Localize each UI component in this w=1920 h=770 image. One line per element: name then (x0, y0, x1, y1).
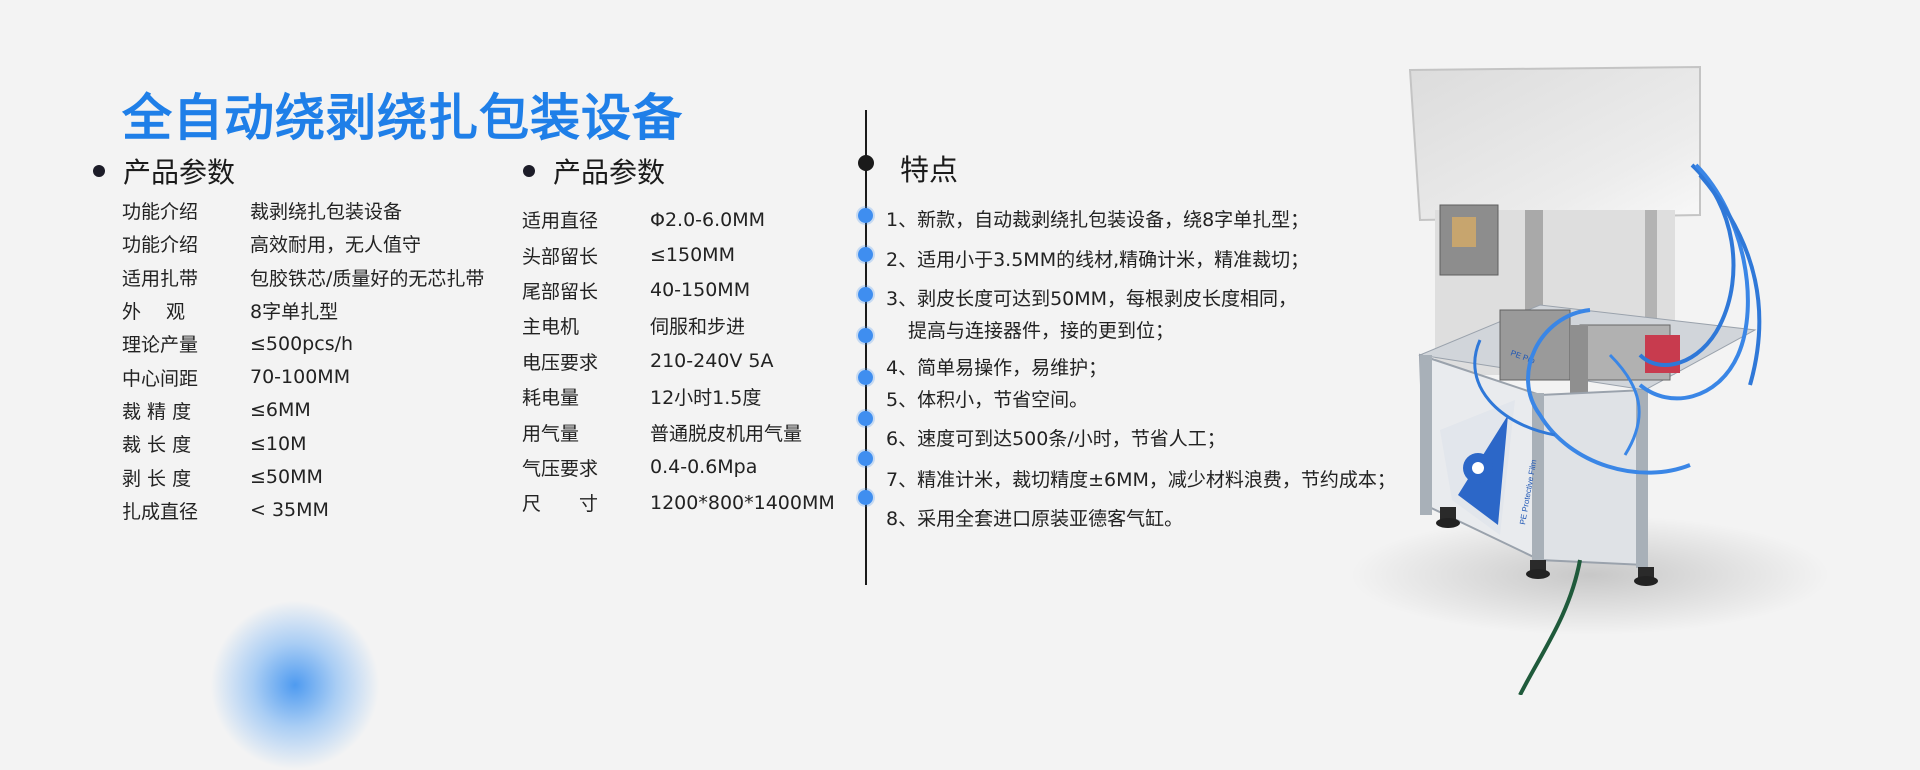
left-param-key: 理论产量 (122, 334, 199, 357)
middle-param-key: 主电机 (522, 316, 580, 339)
timeline-node-icon (858, 155, 874, 171)
left-param-row: 剥 长 度 ≤50MM (122, 460, 484, 493)
middle-param-value: ≤150MM (650, 244, 735, 267)
timeline-dot-icon (858, 328, 873, 343)
timeline-dot-icon (858, 411, 873, 426)
left-param-key: 裁 精 度 (122, 400, 192, 423)
middle-param-key: 尾部留长 (522, 280, 599, 303)
page-title: 全自动绕剥绕扎包装设备 (122, 89, 683, 147)
feature-item: 1、新款，自动裁剥绕扎包装设备，绕8字单扎型； (886, 209, 1310, 231)
left-params-list: 功能介绍裁剥绕扎包装设备功能介绍高效耐用，无人值守适用扎带包胶铁芯/质量好的无芯… (122, 194, 484, 527)
left-param-key: 剥 长 度 (122, 467, 192, 490)
middle-param-value: 40-150MM (650, 279, 751, 302)
feature-item: 5、体积小，节省空间。 (886, 389, 1089, 411)
middle-param-value: 普通脱皮机用气量 (650, 422, 803, 445)
timeline-dot-icon (858, 287, 873, 302)
middle-param-value: Φ2.0-6.0MM (650, 208, 766, 231)
middle-param-key: 用气量 (522, 422, 580, 445)
left-param-key: 适用扎带 (122, 267, 199, 290)
middle-param-value: 伺服和步进 (650, 316, 746, 339)
middle-param-key: 气压要求 (522, 457, 599, 480)
left-param-value: ≤10M (250, 432, 307, 455)
timeline-dot-icon (858, 247, 873, 262)
middle-param-key: 头部留长 (522, 245, 599, 268)
left-param-row: 外 观 8字单扎型 (122, 294, 484, 327)
middle-param-row: 头部留长 ≤150MM (522, 237, 835, 272)
middle-param-row: 主电机 伺服和步进 (522, 308, 835, 343)
left-param-value: ≤6MM (250, 399, 311, 422)
left-param-value: 包胶铁芯/质量好的无芯扎带 (250, 267, 485, 290)
middle-param-key: 电压要求 (522, 351, 599, 374)
feature-item: 7、精准计米，裁切精度±6MM，减少材料浪费，节约成本； (886, 469, 1396, 491)
left-param-row: 理论产量 ≤500pcs/h (122, 327, 484, 360)
timeline-dot-icon (858, 208, 873, 223)
left-param-row: 中心间距 70-100MM (122, 360, 484, 393)
left-param-value: 裁剥绕扎包装设备 (250, 201, 403, 224)
features-heading: 特点 (900, 153, 959, 187)
timeline-dot-icon (858, 490, 873, 505)
left-param-row: 功能介绍 裁剥绕扎包装设备 (122, 194, 484, 227)
middle-param-value: 0.4-0.6Mpa (650, 456, 758, 479)
bullet-dot-icon (523, 165, 535, 177)
machine-product-image: PE Protective Film PE Pro (1350, 65, 1830, 695)
middle-param-row: 耗电量 12小时1.5度 (522, 379, 835, 414)
left-param-key: 裁 长 度 (122, 434, 192, 457)
middle-param-row: 尾部留长 40-150MM (522, 273, 835, 308)
middle-param-value: 1200*800*1400MM (650, 491, 835, 514)
middle-param-row: 用气量 普通脱皮机用气量 (522, 414, 835, 449)
middle-param-row: 电压要求 210-240V 5A (522, 344, 835, 379)
left-param-value: < 35MM (250, 499, 329, 522)
timeline-line (865, 110, 867, 585)
timeline-dot-icon (858, 451, 873, 466)
middle-param-value: 12小时1.5度 (650, 387, 762, 410)
feature-item: 6、速度可到达500条/小时，节省人工； (886, 428, 1226, 450)
middle-param-value: 210-240V 5A (650, 350, 774, 373)
feature-item: 8、采用全套进口原装亚德客气缸。 (886, 508, 1184, 530)
middle-param-row: 气压要求 0.4-0.6Mpa (522, 450, 835, 485)
middle-section-heading: 产品参数 (523, 151, 665, 191)
timeline-dot-icon (858, 370, 873, 385)
feature-item-continued: 提高与连接器件，接的更到位； (908, 320, 1175, 342)
middle-section-heading-text: 产品参数 (553, 156, 666, 189)
left-param-value: 高效耐用，无人值守 (250, 234, 422, 257)
left-param-key: 扎成直径 (122, 500, 199, 523)
left-param-key: 功能介绍 (122, 234, 199, 257)
left-section-heading-text: 产品参数 (123, 156, 236, 189)
middle-param-key: 尺 寸 (522, 493, 599, 516)
middle-param-key: 耗电量 (522, 387, 580, 410)
middle-param-row: 适用直径 Φ2.0-6.0MM (522, 202, 835, 237)
middle-param-row: 尺 寸 1200*800*1400MM (522, 485, 835, 520)
left-param-value: 70-100MM (250, 366, 351, 389)
feature-item: 3、剥皮长度可达到50MM，每根剥皮长度相同， (886, 288, 1298, 310)
left-param-value: ≤500pcs/h (250, 332, 354, 355)
middle-params-list: 适用直径 Φ2.0-6.0MM 头部留长 ≤150MM 尾部留长 40-150MM 主电机 伺… (522, 202, 835, 521)
left-param-row: 扎成直径 < 35MM (122, 494, 484, 527)
left-param-row: 适用扎带 包胶铁芯/质量好的无芯扎带 (122, 261, 484, 294)
feature-item: 4、简单易操作，易维护； (886, 357, 1108, 379)
left-param-row: 功能介绍 高效耐用，无人值守 (122, 227, 484, 260)
left-param-key: 功能介绍 (122, 201, 199, 224)
left-param-row: 裁 精 度 ≤6MM (122, 394, 484, 427)
bullet-dot-icon (93, 165, 105, 177)
left-param-value: 8字单扎型 (250, 301, 339, 324)
decorative-blue-glow (210, 600, 380, 770)
left-param-row: 裁 长 度 ≤10M (122, 427, 484, 460)
left-param-value: ≤50MM (250, 466, 323, 489)
middle-param-key: 适用直径 (522, 210, 599, 233)
left-param-key: 中心间距 (122, 367, 199, 390)
feature-item: 2、适用小于3.5MM的线材,精确计米，精准裁切； (886, 249, 1310, 271)
left-section-heading: 产品参数 (93, 151, 235, 191)
left-param-key: 外 观 (122, 301, 186, 324)
